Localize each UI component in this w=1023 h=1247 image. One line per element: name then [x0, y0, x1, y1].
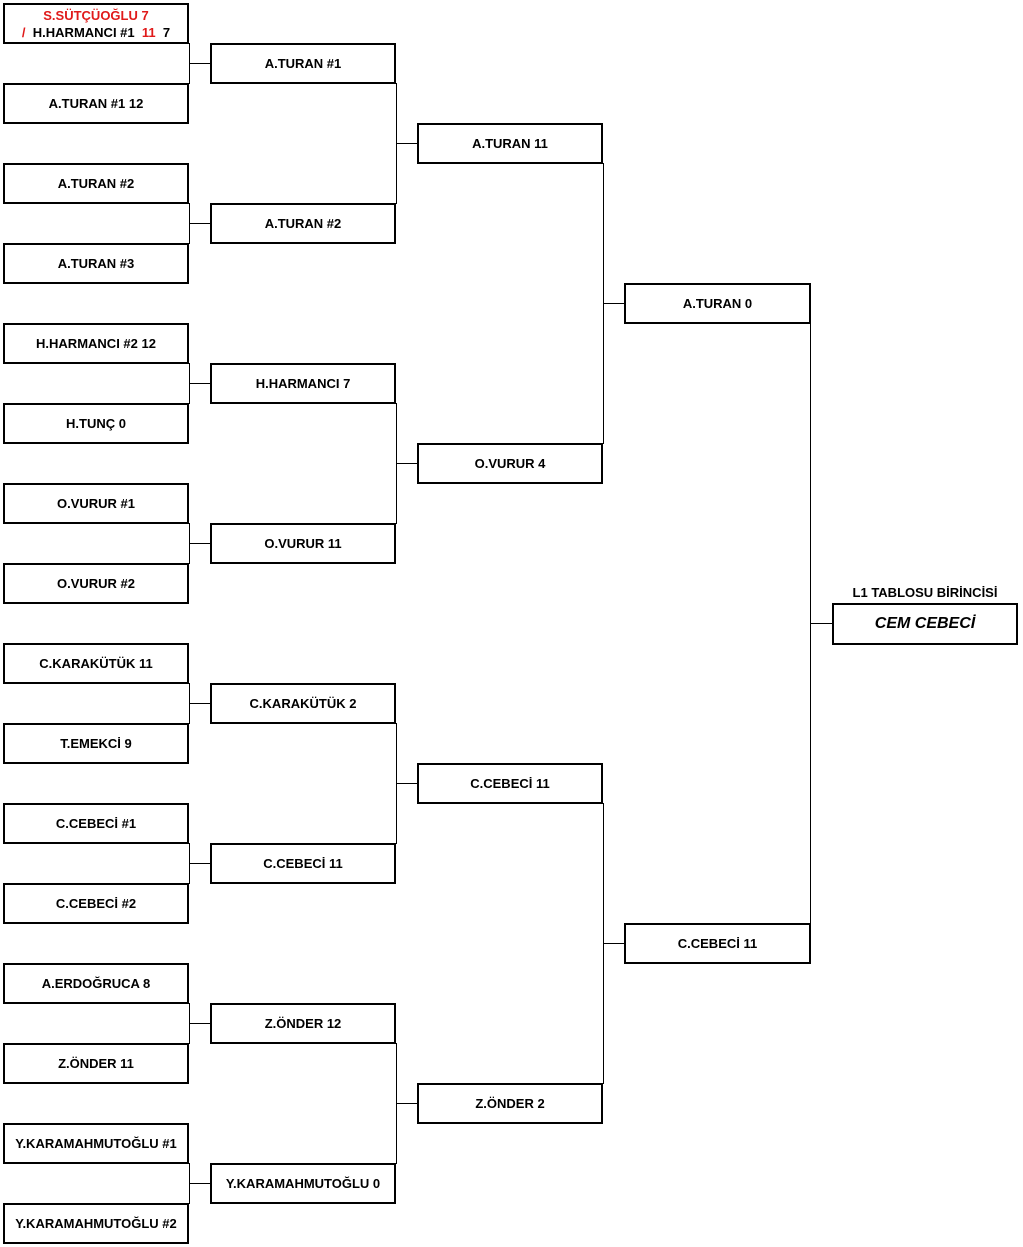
connector-line	[603, 303, 624, 304]
bracket-entry-r3-3: C.CEBECİ 11	[417, 763, 603, 804]
bracket-entry-r1-15: Y.KARAMAHMUTOĞLU #1	[3, 1123, 189, 1164]
connector-line	[189, 863, 210, 864]
bracket-entry-r1-6: H.TUNÇ 0	[3, 403, 189, 444]
bracket-entry-r1-3: A.TURAN #2	[3, 163, 189, 204]
connector-line	[189, 1183, 210, 1184]
connector-line	[396, 143, 417, 144]
bracket-entry-r1-4: A.TURAN #3	[3, 243, 189, 284]
bracket-entry-r1-5: H.HARMANCI #2 12	[3, 323, 189, 364]
entry-bottom-line: / H.HARMANCI #1 11 7	[22, 24, 170, 41]
bracket-entry-r3-2: O.VURUR 4	[417, 443, 603, 484]
bracket-entry-r1-7: O.VURUR #1	[3, 483, 189, 524]
connector-line	[189, 63, 210, 64]
entry-slash: /	[21, 24, 26, 40]
bracket-entry-r4-2: C.CEBECİ 11	[624, 923, 811, 964]
bracket-entry-r1-8: O.VURUR #2	[3, 563, 189, 604]
bracket-entry-r1-14: Z.ÖNDER 11	[3, 1043, 189, 1084]
bracket-entry-r2-3: H.HARMANCI 7	[210, 363, 396, 404]
entry-score: 7	[162, 24, 171, 40]
bracket-entry-r1-16: Y.KARAMAHMUTOĞLU #2	[3, 1203, 189, 1244]
connector-line	[810, 623, 832, 624]
bracket-entry-r2-5: C.KARAKÜTÜK 2	[210, 683, 396, 724]
bracket-entry-r3-1: A.TURAN 11	[417, 123, 603, 164]
connector-line	[189, 223, 210, 224]
bracket-entry-r2-7: Z.ÖNDER 12	[210, 1003, 396, 1044]
champion-title: L1 TABLOSU BİRİNCİSİ	[852, 585, 998, 600]
bracket-entry-r1-12: C.CEBECİ #2	[3, 883, 189, 924]
entry-score-red: 11	[141, 24, 156, 40]
connector-line	[396, 463, 417, 464]
bracket-entry-r1-1: S.SÜTÇÜOĞLU 7 / H.HARMANCI #1 11 7	[3, 3, 189, 44]
connector-line	[189, 1023, 210, 1024]
connector-line	[396, 1103, 417, 1104]
connector-line	[189, 383, 210, 384]
bracket-entry-r1-10: T.EMEKCİ 9	[3, 723, 189, 764]
connector-line	[189, 703, 210, 704]
bracket-entry-r2-1: A.TURAN #1	[210, 43, 396, 84]
bracket-entry-r3-4: Z.ÖNDER 2	[417, 1083, 603, 1124]
connector-line	[189, 543, 210, 544]
bracket-entry-r1-2: A.TURAN #1 12	[3, 83, 189, 124]
bracket-entry-r1-9: C.KARAKÜTÜK 11	[3, 643, 189, 684]
bracket-entry-r2-4: O.VURUR 11	[210, 523, 396, 564]
champion-box: CEM CEBECİ	[832, 603, 1018, 645]
bracket-entry-r2-6: C.CEBECİ 11	[210, 843, 396, 884]
bracket-entry-r4-1: A.TURAN 0	[624, 283, 811, 324]
bracket-entry-r2-8: Y.KARAMAHMUTOĞLU 0	[210, 1163, 396, 1204]
bracket-entry-r1-11: C.CEBECİ #1	[3, 803, 189, 844]
connector-line	[603, 943, 624, 944]
entry-top-line: S.SÜTÇÜOĞLU 7	[43, 7, 149, 23]
bracket-entry-r1-13: A.ERDOĞRUCA 8	[3, 963, 189, 1004]
bracket-entry-r2-2: A.TURAN #2	[210, 203, 396, 244]
connector-line	[396, 783, 417, 784]
entry-name: H.HARMANCI #1	[32, 24, 135, 40]
